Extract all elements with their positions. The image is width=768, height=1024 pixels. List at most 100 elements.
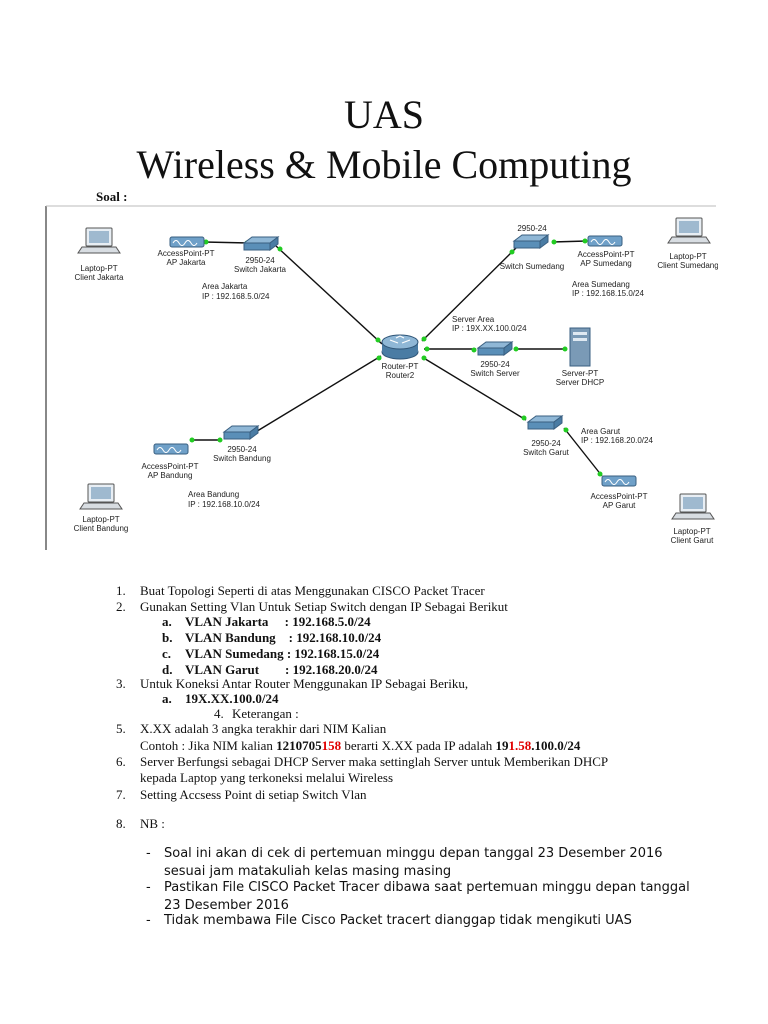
keterangan-text: Keterangan :: [232, 706, 299, 721]
area-sumedang-label: Area Sumedang: [572, 280, 630, 289]
item-number: 1.: [116, 583, 126, 598]
item-number: 6.: [116, 754, 126, 769]
example-ip-start: 19: [495, 738, 509, 753]
example-prefix: Contoh : Jika NIM kalian: [140, 738, 277, 753]
area-bandung-label: Area Bandung: [188, 490, 239, 499]
item-number: 7.: [116, 787, 126, 802]
ap-jakarta-label: AccessPoint-PT: [158, 249, 215, 258]
ap-sumedang-sublabel: AP Sumedang: [580, 259, 631, 268]
switch-bandung-label: 2950-24: [227, 445, 257, 454]
laptop-sumedang-label: Laptop-PT: [669, 252, 706, 261]
switch-sumedang-label: 2950-24: [517, 224, 547, 233]
laptop-bandung-label: Laptop-PT: [82, 515, 119, 524]
router-sublabel: Router2: [386, 371, 415, 380]
note-dash: -: [146, 846, 151, 861]
ap-bandung-icon: [153, 443, 189, 455]
server-sublabel: Server DHCP: [556, 378, 604, 387]
network-topology-diagram: Laptop-PT Client Jakarta AccessPoint-PT …: [45, 205, 718, 550]
vlan-letter: b.: [162, 630, 173, 645]
note-text: Pastikan File CISCO Packet Tracer dibawa…: [164, 880, 690, 913]
switch-jakarta-sublabel: Switch Jakarta: [234, 265, 287, 274]
document-subtitle: Wireless & Mobile Computing: [136, 142, 632, 187]
note-text: Tidak membawa File Cisco Packet tracert …: [164, 913, 632, 928]
example-ip-highlight: 1.58: [508, 738, 532, 753]
laptop-garut-sublabel: Client Garut: [671, 536, 714, 545]
server-label: Server-PT: [562, 369, 599, 378]
switch-garut-icon: [527, 415, 563, 430]
ap-bandung-label: AccessPoint-PT: [142, 462, 199, 471]
server-area-ip: IP : 19X.XX.100.0/24: [452, 324, 527, 333]
item-text: NB :: [140, 816, 165, 831]
vlan-letter: d.: [162, 662, 173, 677]
item-text: Untuk Koneksi Antar Router Menggunakan I…: [140, 676, 469, 691]
laptop-sumedang-icon: [667, 217, 711, 244]
ap-sumedang-icon: [587, 235, 623, 247]
laptop-jakarta-icon: [77, 227, 121, 254]
item-text: Gunakan Setting Vlan Untuk Setiap Switch…: [140, 599, 508, 614]
ap-jakarta-icon: [169, 236, 205, 248]
switch-jakarta-label: 2950-24: [245, 256, 275, 265]
laptop-jakarta-sublabel: Client Jakarta: [75, 273, 124, 282]
item-number: 3.: [116, 676, 126, 691]
router-icon: [381, 334, 419, 360]
router-ip-text: 19X.XX.100.0/24: [185, 691, 279, 706]
example-nim: 1210705: [276, 738, 322, 753]
switch-garut-sublabel: Switch Garut: [523, 448, 570, 457]
ap-garut-label: AccessPoint-PT: [591, 492, 648, 501]
ap-garut-icon: [601, 475, 637, 487]
server-icon: [569, 327, 591, 367]
laptop-jakarta-label: Laptop-PT: [80, 264, 117, 273]
laptop-bandung-icon: [79, 483, 123, 510]
switch-jakarta-icon: [243, 236, 279, 251]
router-label: Router-PT: [382, 362, 419, 371]
example-ip-end: .100.0/24: [531, 738, 581, 753]
switch-bandung-icon: [223, 425, 259, 440]
soal-label: Soal :: [96, 189, 128, 204]
ap-garut-sublabel: AP Garut: [603, 501, 637, 510]
item-number: 2.: [116, 599, 126, 614]
example-middle: berarti X.XX pada IP adalah: [341, 738, 496, 753]
laptop-bandung-sublabel: Client Bandung: [74, 524, 129, 533]
vlan-letter: c.: [162, 646, 172, 661]
switch-server-sublabel: Switch Server: [470, 369, 520, 378]
switch-server-label: 2950-24: [480, 360, 510, 369]
document-title: UAS: [343, 92, 425, 137]
example-nim-highlight: 158: [321, 738, 342, 753]
ap-jakarta-sublabel: AP Jakarta: [167, 258, 207, 267]
item-text: Server Berfungsi sebagai DHCP Server mak…: [140, 754, 609, 769]
router-ip-letter: a.: [162, 691, 172, 706]
laptop-garut-label: Laptop-PT: [673, 527, 710, 536]
note-text: Soal ini akan di cek di pertemuan minggu…: [164, 846, 663, 879]
example-text: Contoh : Jika NIM kalian 1210705158 bera…: [140, 738, 580, 754]
area-jakarta-label: Area Jakarta: [202, 282, 248, 291]
switch-bandung-sublabel: Switch Bandung: [213, 454, 271, 463]
vlan-text: VLAN Sumedang : 192.168.15.0/24: [185, 646, 380, 661]
item-number: 5.: [116, 721, 126, 736]
vlan-text: VLAN Bandung : 192.168.10.0/24: [185, 630, 382, 645]
item-number: 8.: [116, 816, 126, 831]
switch-garut-label: 2950-24: [531, 439, 561, 448]
item-text: kepada Laptop yang terkoneksi melalui Wi…: [140, 770, 394, 785]
server-area-label: Server Area: [452, 315, 495, 324]
switch-sumedang-sublabel: Switch Sumedang: [500, 262, 564, 271]
item-text: X.XX adalah 3 angka terakhir dari NIM Ka…: [140, 721, 387, 736]
area-jakarta-ip: IP : 192.168.5.0/24: [202, 292, 270, 301]
ap-sumedang-label: AccessPoint-PT: [578, 250, 635, 259]
item-text: Setting Accsess Point di setiap Switch V…: [140, 787, 367, 802]
ap-bandung-sublabel: AP Bandung: [148, 471, 193, 480]
area-garut-ip: IP : 192.168.20.0/24: [581, 436, 653, 445]
laptop-garut-icon: [671, 493, 715, 520]
laptop-sumedang-sublabel: Client Sumedang: [657, 261, 718, 270]
area-garut-label: Area Garut: [581, 427, 621, 436]
vlan-text: VLAN Garut : 192.168.20.0/24: [185, 662, 378, 677]
item-number: 4.: [214, 706, 224, 721]
vlan-text: VLAN Jakarta : 192.168.5.0/24: [185, 614, 371, 629]
note-dash: -: [146, 913, 151, 928]
switch-server-icon: [477, 341, 513, 356]
area-sumedang-ip: IP : 192.168.15.0/24: [572, 289, 644, 298]
note-dash: -: [146, 880, 151, 895]
vlan-letter: a.: [162, 614, 172, 629]
area-bandung-ip: IP : 192.168.10.0/24: [188, 500, 260, 509]
item-text: Buat Topologi Seperti di atas Menggunaka…: [140, 583, 485, 598]
switch-sumedang-icon: [513, 234, 549, 249]
